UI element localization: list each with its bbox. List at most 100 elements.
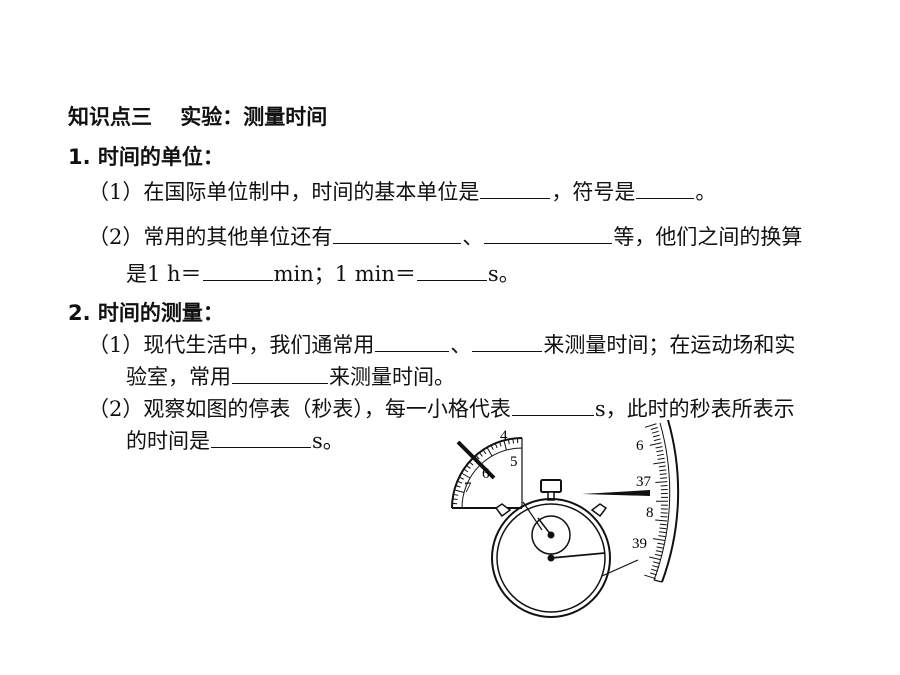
minute-dial-tick: [478, 452, 483, 457]
second-dial-tick: [657, 457, 665, 460]
second-dial-tick: [651, 430, 659, 434]
second-dial-tick: [653, 561, 661, 565]
answer-blank[interactable]: [484, 223, 613, 244]
second-dial-tick: [660, 477, 668, 479]
second-dial-tick: [654, 553, 662, 557]
minute-hand: [537, 517, 552, 536]
second-zoom-pointer: [582, 490, 650, 496]
second-hand: [550, 552, 606, 559]
question-1-2: （2）常用的其他单位还有、等，他们之间的换算: [88, 223, 803, 249]
second-dial-tick: [658, 535, 666, 538]
second-dial-tick: [659, 527, 667, 530]
minute-dial-tick: [455, 485, 461, 488]
section-2-title: 2. 时间的测量：: [68, 301, 224, 325]
minute-dial-tick: [457, 480, 463, 484]
second-dial-tick: [653, 438, 661, 442]
question-2-1-continued: 验室，常用来测量时间。: [126, 363, 455, 389]
second-dial-arc: [661, 420, 680, 583]
minute-dial-tick: [458, 476, 464, 480]
minute-dial-label: 7: [464, 480, 472, 496]
section-heading: 知识点三 实验：测量时间: [68, 105, 328, 129]
question-2-1: （1）现代生活中，我们通常用、来测量时间；在运动场和实: [88, 331, 796, 357]
minute-dial-tick: [490, 444, 494, 450]
second-dial-tick: [650, 572, 658, 576]
minute-dial-tick: [475, 455, 480, 460]
second-dial-tick: [658, 465, 666, 468]
second-zoom-leader: [601, 559, 639, 577]
second-dial-inner-arc: [653, 422, 671, 581]
second-dial-tick: [658, 531, 666, 534]
second-dial-tick: [644, 423, 657, 428]
minute-zoom-pointer: [456, 440, 496, 480]
minute-dial-tick: [466, 464, 471, 469]
second-dial-tick: [652, 434, 660, 438]
minute-dial-tick: [461, 472, 471, 479]
answer-blank[interactable]: [416, 260, 487, 281]
minute-dial-label: 6: [482, 466, 490, 482]
second-dial-label: 6: [636, 438, 644, 454]
second-dial-tick: [655, 519, 668, 522]
second-dial-tick: [644, 574, 656, 580]
second-dial-tick: [652, 538, 665, 541]
second-dial-tick: [659, 523, 667, 526]
stopwatch-figure: 4 5 6 7 6 37 8 39: [451, 420, 680, 618]
section-1-title: 1. 时间的单位：: [68, 145, 224, 169]
stopwatch-left-button: [494, 503, 512, 518]
answer-blank[interactable]: [480, 178, 551, 199]
second-dial-tick: [656, 546, 664, 549]
answer-blank[interactable]: [333, 223, 462, 244]
minute-dial-label: 5: [510, 454, 518, 470]
second-dial-tick: [649, 442, 662, 446]
minute-dial-tick: [482, 449, 487, 455]
answer-blank[interactable]: [202, 260, 273, 281]
minute-hand-pivot: [547, 531, 555, 539]
second-dial-tick: [659, 469, 667, 472]
second-dial-end: [653, 579, 663, 583]
stopwatch-case: [491, 498, 611, 618]
second-hand-pivot: [547, 554, 555, 562]
minute-dial-tick: [494, 443, 498, 449]
question-1-2-continued: 是1 h＝min；1 min＝s。: [126, 260, 520, 286]
second-dial-tick: [653, 461, 666, 465]
minute-subdial: [531, 515, 571, 555]
minute-dial-tick: [503, 440, 507, 451]
answer-blank[interactable]: [472, 331, 543, 352]
minute-dial-label: 4: [500, 428, 508, 444]
answer-blank[interactable]: [511, 395, 594, 416]
second-dial-tick: [659, 473, 667, 476]
stopwatch-right-button: [590, 503, 608, 518]
answer-blank[interactable]: [232, 363, 328, 384]
stopwatch-face: [496, 503, 606, 613]
second-dial-tick: [650, 427, 658, 430]
minute-dial-tick: [472, 458, 480, 466]
second-dial-tick: [656, 453, 665, 457]
minute-zoom-leader: [522, 501, 543, 531]
minute-dial-tick: [453, 493, 459, 496]
answer-blank[interactable]: [636, 178, 695, 199]
second-dial-tick: [655, 550, 663, 553]
second-dial-tick: [652, 565, 660, 568]
second-dial-tick: [651, 568, 659, 572]
minute-dial-tick: [452, 498, 458, 501]
minute-dial-tick: [454, 489, 465, 493]
second-dial-tick: [656, 449, 664, 453]
minute-dial-tick: [512, 438, 515, 444]
question-1-1: （1）在国际单位制中，时间的基本单位是，符号是。: [88, 178, 717, 204]
answer-blank[interactable]: [375, 331, 450, 352]
second-dial-tick: [657, 542, 665, 545]
second-dial-label: 37: [636, 474, 652, 490]
stopwatch-crown: [540, 479, 562, 493]
minute-dial-tick: [507, 439, 510, 445]
second-dial-label: 39: [632, 536, 647, 552]
minute-dial-tick: [469, 461, 474, 466]
minute-dial-tick: [499, 441, 502, 447]
minute-dial-tick: [463, 468, 469, 473]
second-dial-tick: [655, 446, 663, 449]
answer-blank[interactable]: [211, 427, 311, 448]
minute-dial-tick: [486, 447, 493, 457]
second-dial-label: 8: [646, 505, 654, 521]
second-dial-tick: [649, 556, 662, 561]
second-dial-tick: [655, 481, 668, 483]
